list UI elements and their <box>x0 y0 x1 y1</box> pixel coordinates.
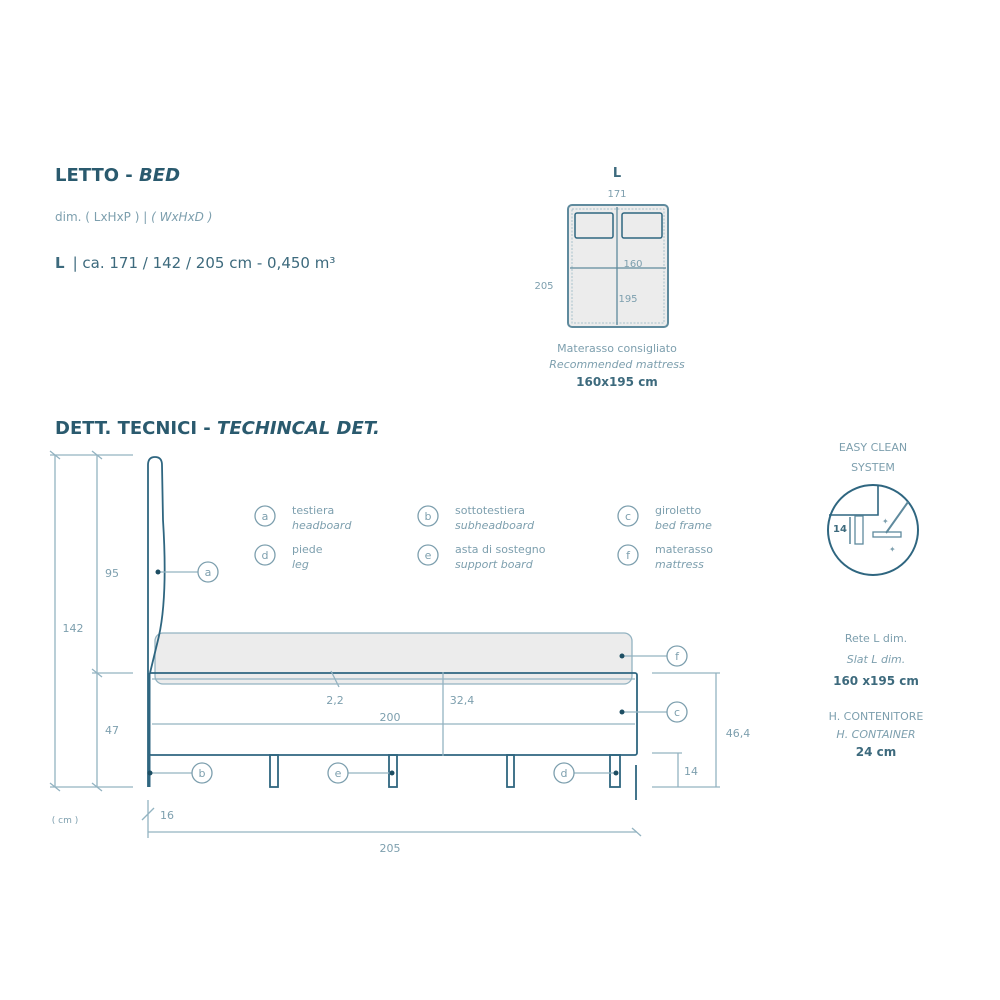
callout-a: a <box>155 561 219 583</box>
mattress-caption-en: Recommended mattress <box>549 358 685 371</box>
svg-text:mattress: mattress <box>655 558 704 571</box>
svg-text:Slat L dim.: Slat L dim. <box>847 653 905 666</box>
headboard-shape <box>147 456 166 787</box>
mattress-shape <box>154 632 633 685</box>
specs-panel: Rete L dim. Slat L dim. 160 x195 cm H. C… <box>829 632 924 759</box>
mattress-width-label: 160 <box>623 259 642 270</box>
frame-height-label: 46,4 <box>726 727 751 740</box>
svg-text:subheadboard: subheadboard <box>455 519 535 532</box>
svg-text:160 x195 cm: 160 x195 cm <box>833 674 919 688</box>
svg-text:c: c <box>674 706 680 719</box>
leg-height-label: 14 <box>684 765 698 778</box>
svg-text:b: b <box>199 767 206 780</box>
easy-clean-icon <box>827 484 919 576</box>
size-summary: L| ca. 171 / 142 / 205 cm - 0,450 m³ <box>55 254 335 272</box>
svg-text:d: d <box>561 767 568 780</box>
details-title: DETT. TECNICI - TECHINCAL DET. <box>55 418 380 439</box>
legend-item-f: f materasso mattress <box>617 543 713 571</box>
legend-item-b: b sottotestiera subheadboard <box>417 504 535 532</box>
callout-b: b <box>147 762 213 784</box>
headboard-height-label: 95 <box>105 567 119 580</box>
svg-text:✦: ✦ <box>889 545 896 554</box>
callout-d: d <box>553 762 619 784</box>
svg-text:SYSTEM: SYSTEM <box>851 461 895 474</box>
svg-text:24 cm: 24 cm <box>856 745 897 759</box>
frame-top-label: 2,2 <box>326 694 344 707</box>
top-view-width: 171 <box>607 189 626 200</box>
svg-text:a: a <box>205 566 212 579</box>
total-height-label: 142 <box>63 622 84 635</box>
bed-length-label: 205 <box>534 281 553 292</box>
svg-text:giroletto: giroletto <box>655 504 701 517</box>
svg-text:e: e <box>335 767 342 780</box>
easy-clean-badge: EASY CLEAN SYSTEM 14 ✦ ✦ <box>827 441 919 576</box>
callout-f: f <box>619 645 688 667</box>
svg-text:sottotestiera: sottotestiera <box>455 504 525 517</box>
svg-text:c: c <box>625 510 631 523</box>
svg-text:✦: ✦ <box>882 517 889 526</box>
svg-text:materasso: materasso <box>655 543 713 556</box>
support-board-shape <box>506 754 515 788</box>
leg-shape <box>609 754 621 788</box>
unit-label: ( cm ) <box>52 816 78 826</box>
legend-item-d: d piede leg <box>254 543 323 571</box>
svg-text:e: e <box>425 549 432 562</box>
svg-text:leg: leg <box>292 558 309 571</box>
total-length-label: 205 <box>380 842 401 855</box>
subheadboard-depth-label: 16 <box>160 809 174 822</box>
base-height-label: 47 <box>105 724 119 737</box>
svg-text:headboard: headboard <box>292 519 352 532</box>
legend-item-c: c giroletto bed frame <box>617 504 712 532</box>
mattress-caption-it: Materasso consigliato <box>557 342 677 355</box>
container-height-label: 32,4 <box>450 694 475 707</box>
svg-text:asta di sostegno: asta di sostegno <box>455 543 546 556</box>
dim-format-label: dim. ( LxHxP ) | ( WxHxD ) <box>55 210 212 224</box>
svg-text:EASY CLEAN: EASY CLEAN <box>839 441 907 454</box>
svg-text:f: f <box>675 650 680 663</box>
support-board-shape <box>269 754 279 788</box>
svg-text:14: 14 <box>833 524 847 535</box>
svg-text:piede: piede <box>292 543 323 556</box>
pillow-left <box>574 212 614 239</box>
svg-text:testiera: testiera <box>292 504 334 517</box>
svg-text:Rete L dim.: Rete L dim. <box>845 632 907 645</box>
parts-legend: a testiera headboard b sottotestiera subhead… <box>254 504 713 571</box>
legend-item-a: a testiera headboard <box>254 504 352 532</box>
side-view-diagram: 95 142 47 2,2 200 32,4 46,4 14 ( cm ) <box>49 450 751 855</box>
top-view-diagram: L 171 160 195 205 Materasso consigliato … <box>534 166 685 389</box>
svg-text:support board: support board <box>455 558 534 571</box>
svg-text:f: f <box>626 549 631 562</box>
callout-c: c <box>619 701 688 723</box>
svg-text:a: a <box>262 510 269 523</box>
callout-e: e <box>327 762 395 784</box>
svg-text:H. CONTENITORE: H. CONTENITORE <box>829 710 924 723</box>
mattress-length-label: 195 <box>618 294 637 305</box>
inner-length-label: 200 <box>380 711 401 724</box>
legend-item-e: e asta di sostegno support board <box>417 543 546 571</box>
svg-text:b: b <box>425 510 432 523</box>
bed-title: LETTO - BED <box>55 165 180 186</box>
mattress-caption-value: 160x195 cm <box>576 375 658 389</box>
mattress-outline <box>571 208 665 324</box>
svg-text:d: d <box>262 549 269 562</box>
svg-text:bed frame: bed frame <box>655 519 712 532</box>
top-view-size-code: L <box>613 166 621 181</box>
pillow-right <box>621 212 663 239</box>
support-board-shape <box>388 754 398 788</box>
svg-text:H. CONTAINER: H. CONTAINER <box>836 728 915 741</box>
